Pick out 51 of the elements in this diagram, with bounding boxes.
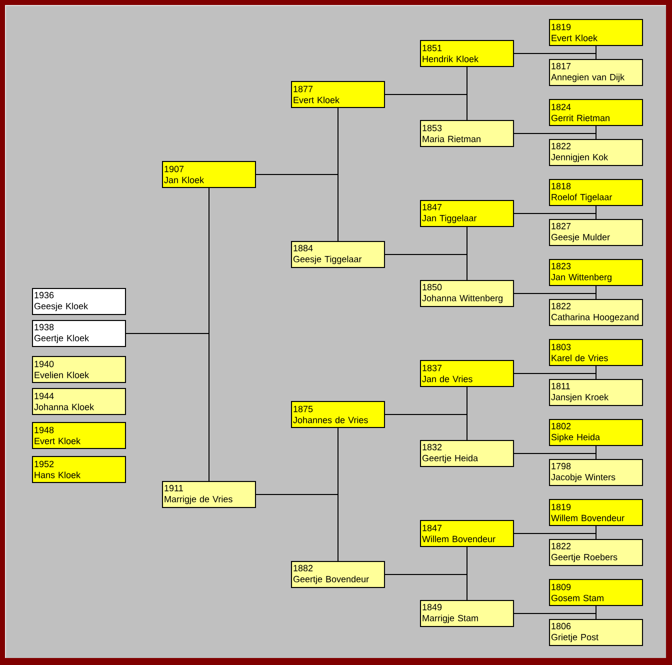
person-box: 1806 Grietje Post [549,619,643,646]
person-box: 1824 Gerrit Rietman [549,99,643,126]
connector-line [256,108,338,242]
connector-line [514,606,596,620]
connector-line [514,366,596,380]
connector-line [384,226,468,280]
person-box: 1802 Sipke Heida [549,419,643,446]
person-box: 1938 Geertje Kloek [32,320,126,347]
person-box: 1818 Roelof Tigelaar [549,179,643,206]
person-box: 1847 Jan Tiggelaar [420,200,514,227]
person-box: 1907 Jan Kloek [162,161,256,188]
person-box: 1798 Jacobje Winters [549,459,643,486]
person-box: 1851 Hendrik Kloek [420,40,514,67]
person-box: 1936 Geesje Kloek [32,288,126,315]
connector-line [514,46,596,60]
person-box: 1803 Karel de Vries [549,339,643,366]
person-box: 1948 Evert Kloek [32,422,126,449]
connector-line [384,386,468,440]
connector-line [126,188,210,482]
person-box: 1822 Catharina Hoogezand [549,299,643,326]
connector-line [256,428,338,562]
connector-line [514,126,596,140]
person-box: 1832 Geertje Heida [420,440,514,467]
person-box: 1811 Jansjen Kroek [549,379,643,406]
person-box: 1822 Geertje Roebers [549,539,643,566]
person-box: 1877 Evert Kloek [291,81,385,108]
person-box: 1827 Geesje Mulder [549,219,643,246]
person-box: 1819 Willem Bovendeur [549,499,643,526]
person-box: 1882 Geertje Bovendeur [291,561,385,588]
person-box: 1837 Jan de Vries [420,360,514,387]
connector-line [514,206,596,220]
connector-line [514,286,596,300]
person-box: 1884 Geesje Tiggelaar [291,241,385,268]
person-box: 1819 Evert Kloek [549,19,643,46]
person-box: 1817 Annegien van Dijk [549,59,643,86]
person-box: 1847 Willem Bovendeur [420,520,514,547]
connector-line [514,526,596,540]
person-box: 1911 Marrigje de Vries [162,481,256,508]
person-box: 1822 Jennigjen Kok [549,139,643,166]
person-box: 1809 Gosem Stam [549,579,643,606]
person-box: 1853 Maria Rietman [420,120,514,147]
connector-line [514,446,596,460]
person-box: 1850 Johanna Wittenberg [420,280,514,307]
person-box: 1940 Evelien Kloek [32,356,126,383]
person-box: 1944 Johanna Kloek [32,388,126,415]
person-box: 1823 Jan Wittenberg [549,259,643,286]
person-box: 1875 Johannes de Vries [291,401,385,428]
connector-line [384,66,468,120]
person-box: 1849 Marrigje Stam [420,600,514,627]
person-box: 1952 Hans Kloek [32,456,126,483]
connector-line [384,546,468,600]
